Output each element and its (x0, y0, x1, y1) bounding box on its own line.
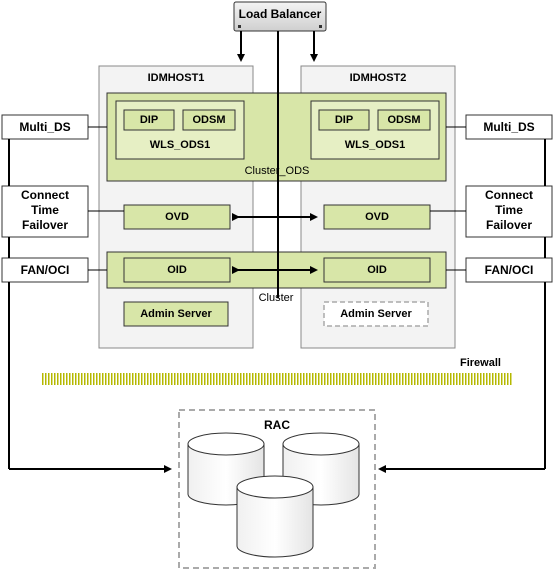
left-fan-oci-label: FAN/OCI (20, 263, 70, 277)
ovd-label-1: OVD (165, 211, 189, 223)
left-ctf-label: Connect Time Failover (2, 188, 88, 233)
ovd-box-2 (323, 204, 431, 230)
load-balancer-box (233, 1, 327, 32)
wls-label-2: WLS_ODS1 (344, 139, 406, 151)
cluster-ods-label: Cluster_ODS (244, 165, 310, 177)
dip-label-1: DIP (139, 114, 159, 126)
idmhost2-title: IDMHOST2 (349, 72, 407, 84)
dip-label-2: DIP (334, 114, 354, 126)
rac-database-cylinder-3 (236, 475, 314, 558)
right-ctf-box (465, 185, 553, 238)
oid-box-2 (323, 257, 431, 283)
odsm-box-2 (377, 109, 431, 131)
right-multi-ds-label: Multi_DS (483, 120, 535, 134)
oid-box-1 (123, 257, 231, 283)
admin-server-box-1 (123, 301, 229, 327)
dip-box-1 (123, 109, 175, 131)
cluster-label: Cluster (258, 292, 294, 304)
admin-server-label-2: Admin Server (340, 308, 412, 320)
firewall (42, 373, 512, 385)
firewall-label: Firewall (460, 357, 501, 369)
left-ctf-box (1, 185, 89, 238)
odsm-label-1: ODSM (192, 114, 226, 126)
oid-label-1: OID (167, 264, 187, 276)
right-fan-oci-label: FAN/OCI (484, 263, 534, 277)
left-multi-ds-label: Multi_DS (19, 120, 71, 134)
rac-label: RAC (264, 418, 290, 432)
idmhost1-title: IDMHOST1 (147, 72, 205, 84)
right-ctf-line-1: Connect (485, 188, 533, 202)
admin-server-label-1: Admin Server (140, 308, 212, 320)
left-multi-ds-box (1, 114, 89, 140)
oid-label-2: OID (367, 264, 387, 276)
right-ctf-line-2: Time (495, 203, 523, 217)
left-ctf-line-1: Connect (21, 188, 69, 202)
wls-label-1: WLS_ODS1 (149, 139, 211, 151)
load-balancer-label: Load Balancer (238, 7, 322, 21)
left-ctf-line-3: Failover (21, 218, 69, 232)
right-ctf-line-3: Failover (485, 218, 533, 232)
dip-box-2 (318, 109, 370, 131)
odsm-box-1 (182, 109, 236, 131)
right-ctf-label: Connect Time Failover (466, 188, 552, 233)
admin-server-box-2 (323, 301, 429, 327)
ovd-label-2: OVD (365, 211, 389, 223)
right-fan-oci-box (465, 257, 553, 283)
left-ctf-line-2: Time (31, 203, 59, 217)
left-fan-oci-box (1, 257, 89, 283)
odsm-label-2: ODSM (387, 114, 421, 126)
ovd-box-1 (123, 204, 231, 230)
